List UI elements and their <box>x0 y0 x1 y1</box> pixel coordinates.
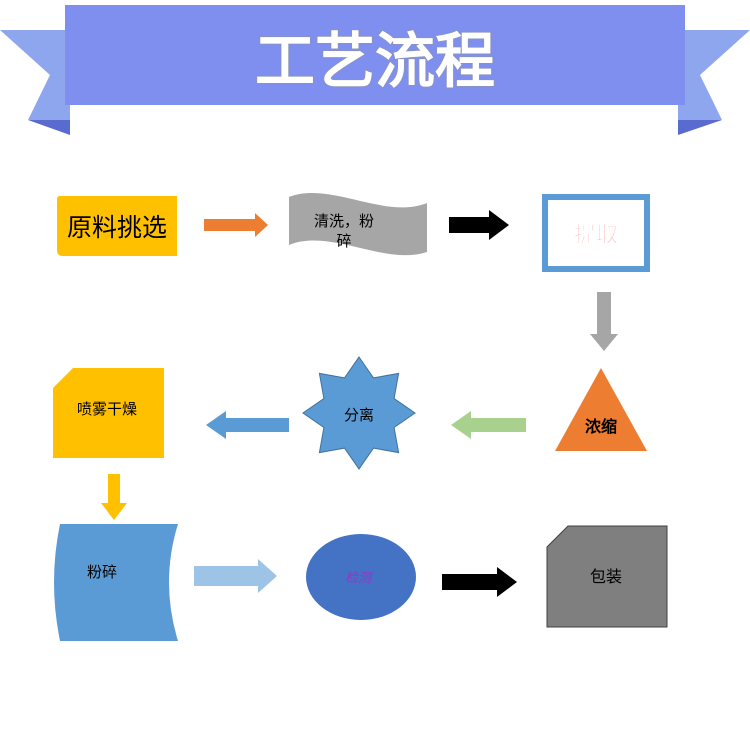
step-wash-crush-shape <box>289 193 427 256</box>
step-raw-selection-shape <box>57 196 177 256</box>
step-concentrate-shape <box>555 368 647 451</box>
step-crush: 粉碎 <box>54 524 178 641</box>
arrow-right-black <box>449 210 509 240</box>
step-separate-shape <box>302 356 416 470</box>
step-separate-label: 分离 <box>344 406 374 424</box>
step-package: 包装 <box>546 525 668 628</box>
banner-right-fold <box>678 120 722 135</box>
step-concentrate-label: 浓缩 <box>585 417 617 436</box>
step-test-shape <box>306 534 416 620</box>
title-banner: 工艺流程 <box>0 5 750 135</box>
banner-main <box>65 5 685 105</box>
step-extract-shape <box>542 194 650 272</box>
step-test-label: 检测 <box>345 570 373 586</box>
step-concentrate: 浓缩 <box>555 368 647 451</box>
step-extract: 提取 <box>542 194 650 272</box>
step-separate: 分离 <box>302 356 416 470</box>
arrow-down-gray <box>590 292 618 351</box>
arrow-down-gold <box>101 474 127 520</box>
page-title: 工艺流程 <box>255 27 495 97</box>
step-crush-shape <box>54 524 178 641</box>
arrow-right-light-blue <box>194 559 277 593</box>
banner-left-wing <box>0 30 70 120</box>
step-raw-selection-label: 原料挑选 <box>67 213 167 242</box>
step-test: 检测 <box>306 534 416 620</box>
arrow-right-orange <box>204 213 268 237</box>
step-spray-dry-label: 喷雾干燥 <box>77 400 137 418</box>
step-wash-crush-label-line2: 碎 <box>336 232 351 250</box>
arrow-left-blue <box>206 411 289 439</box>
banner-left-fold <box>28 120 70 135</box>
step-wash-crush: 清洗，粉 碎 <box>289 193 427 256</box>
step-crush-label: 粉碎 <box>87 563 117 581</box>
step-package-label: 包装 <box>590 567 622 586</box>
step-extract-label: 提取 <box>574 222 618 248</box>
arrow-right-black-2 <box>442 567 517 597</box>
step-spray-dry: 喷雾干燥 <box>53 368 164 458</box>
step-package-shape <box>546 525 668 628</box>
arrow-left-green <box>451 411 526 439</box>
step-spray-dry-shape <box>53 368 164 458</box>
banner-right-wing <box>678 30 750 120</box>
step-wash-crush-label-line1: 清洗，粉 <box>314 212 374 230</box>
step-raw-selection: 原料挑选 <box>57 196 177 256</box>
